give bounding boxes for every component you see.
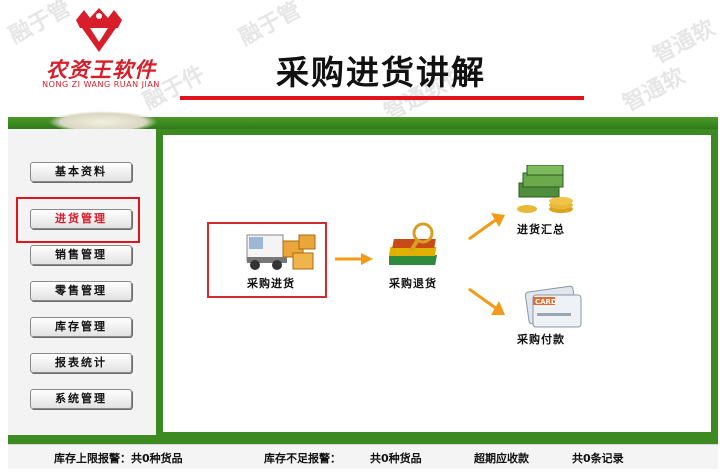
sidebar-item-reports[interactable]: 报表统计	[30, 353, 132, 373]
brand-subtitle: NONG ZI WANG RUAN JIAN	[42, 80, 160, 89]
status-lower-alert[interactable]: 库存不足报警：	[264, 452, 341, 465]
window-top-bar	[8, 117, 718, 129]
status-records: 共0条记录	[572, 452, 624, 465]
watermark: 智通软	[649, 15, 720, 69]
status-bar: 库存上限报警：共0种货品 库存不足报警： 共0种货品 超期应收款 共0条记录	[8, 444, 718, 469]
sidebar-item-inventory[interactable]: 库存管理	[30, 317, 132, 337]
sidebar-item-sales[interactable]: 销售管理	[30, 245, 132, 265]
card-text: CARD	[535, 298, 557, 306]
top-decoration	[48, 111, 158, 133]
flow-node-purchase[interactable]: 采购进货	[247, 277, 295, 290]
app-window: 基本资料 进货管理 销售管理 零售管理 库存管理 报表统计 系统管理 采购进货	[8, 111, 718, 469]
status-receivable[interactable]: 超期应收款	[474, 452, 529, 465]
page-title: 采购进货讲解	[276, 53, 486, 92]
arrow-right-icon	[335, 253, 373, 265]
flow-node-summary[interactable]: 进货汇总	[517, 223, 565, 236]
sidebar: 基本资料 进货管理 销售管理 零售管理 库存管理 报表统计 系统管理	[8, 129, 158, 444]
arrow-down-right-icon	[468, 287, 505, 315]
status-lower-count: 共0种货品	[370, 452, 422, 465]
sidebar-item-system[interactable]: 系统管理	[30, 389, 132, 409]
money-stack-icon[interactable]	[513, 165, 579, 217]
sidebar-item-retail[interactable]: 零售管理	[30, 281, 132, 301]
brand-logo: 农资王软件 NONG ZI WANG RUAN JIAN	[36, 4, 166, 92]
flow-node-return[interactable]: 采购退货	[389, 277, 437, 290]
card-icon[interactable]: CARD	[523, 283, 585, 333]
main-content: 采购进货 采购退货	[163, 135, 711, 432]
crown-logo-icon	[76, 8, 122, 52]
truck-icon[interactable]	[243, 227, 321, 275]
sidebar-item-basic-info[interactable]: 基本资料	[30, 162, 132, 182]
watermark: 智通软	[619, 63, 690, 117]
watermark: 融于管	[235, 0, 306, 51]
books-icon[interactable]	[389, 221, 449, 277]
active-item-highlight	[16, 197, 140, 243]
arrow-up-right-icon	[468, 213, 505, 241]
purchase-highlight	[207, 222, 327, 298]
title-underline	[180, 96, 584, 100]
status-upper-alert[interactable]: 库存上限报警：共0种货品	[54, 452, 183, 465]
brand-name: 农资王软件	[46, 58, 156, 82]
frame-bottom	[8, 435, 718, 444]
flow-node-payment[interactable]: 采购付款	[517, 333, 565, 346]
sidebar-item-purchase[interactable]: 进货管理	[30, 209, 132, 229]
